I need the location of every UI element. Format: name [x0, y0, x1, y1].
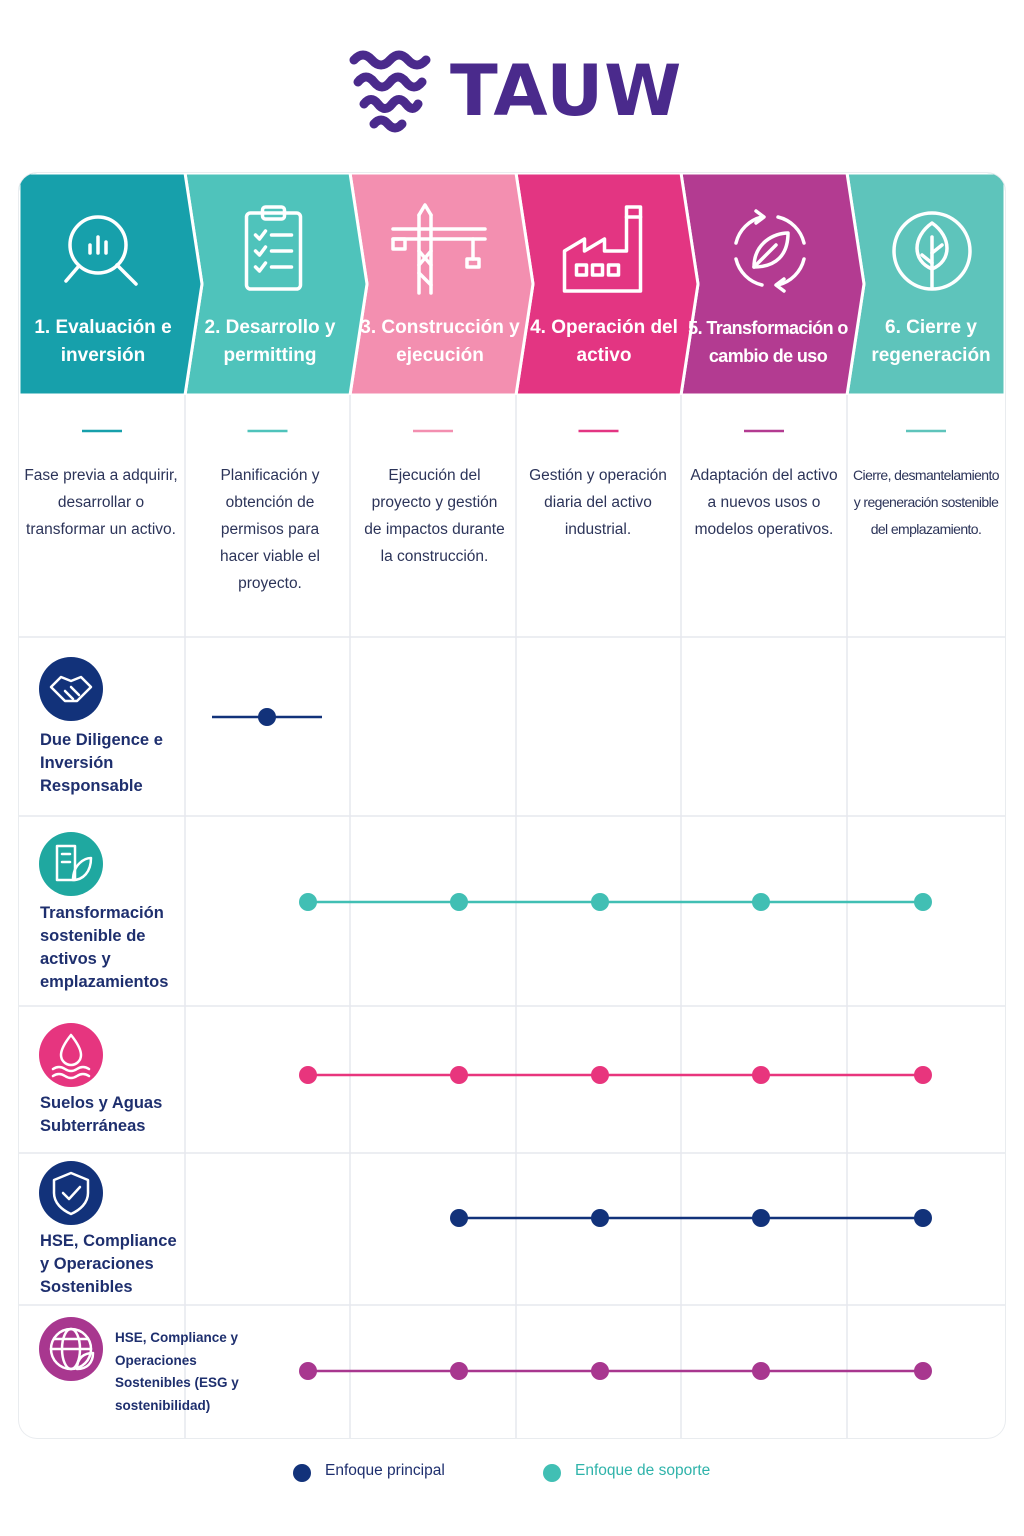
phase-title-3: 3. Construcción y ejecución [360, 317, 520, 366]
brand-logo: TAUW [0, 38, 1024, 138]
timeline-dot [591, 1209, 609, 1227]
shield-check-icon [39, 1161, 103, 1225]
timeline-dot [914, 1209, 932, 1227]
magnifier-chart-icon [64, 215, 138, 286]
legend-label-principal: Enfoque principal [325, 1462, 445, 1479]
waves-logo-icon [349, 50, 431, 133]
handshake-icon [39, 657, 103, 721]
globe-leaf-icon [39, 1317, 103, 1381]
phase-desc-2: Planificación y obtención de permisos pa… [220, 467, 320, 592]
timeline-dot [299, 1066, 317, 1084]
crane-icon [391, 203, 487, 295]
timeline-dot [450, 893, 468, 911]
water-drop-icon [39, 1023, 103, 1087]
timeline-dot [591, 1066, 609, 1084]
timeline-dot [450, 1066, 468, 1084]
timeline-dot [258, 708, 276, 726]
phase-header-1 [19, 173, 204, 397]
timeline-dot [752, 1209, 770, 1227]
legend-dot-soporte [543, 1464, 561, 1482]
timeline-dot [914, 1362, 932, 1380]
timeline-dot [450, 1362, 468, 1380]
leaf-circle-icon [892, 211, 972, 291]
timeline-dot [752, 1362, 770, 1380]
timeline-dot [914, 1066, 932, 1084]
service-label-due-diligence: Due Diligence e Inversión Responsable [40, 731, 163, 795]
timeline-dot [299, 893, 317, 911]
clipboard-checklist-icon [244, 205, 303, 291]
phase-desc-1: Fase previa a adquirir, desarrollar o tr… [24, 467, 178, 538]
service-label-transformacion: Transformación sostenible de activos y e… [40, 904, 169, 991]
service-label-suelos-aguas: Suelos y Aguas Subterráneas [40, 1094, 163, 1135]
legend-label-soporte: Enfoque de soporte [575, 1462, 711, 1479]
brand-name: TAUW [450, 50, 683, 132]
lifecycle-matrix [19, 173, 1005, 1438]
timeline-dot [752, 1066, 770, 1084]
timeline-dot [914, 893, 932, 911]
timeline-dot [450, 1209, 468, 1227]
timeline-dot [591, 1362, 609, 1380]
legend-dot-principal [293, 1464, 311, 1482]
leaf-cycle-icon [734, 209, 806, 293]
phase-desc-4: Gestión y operación diaria del activo in… [529, 467, 667, 538]
phase-title-4: 4. Operación del activo [530, 317, 678, 366]
timeline-dot [591, 893, 609, 911]
phase-title-5: 5. Transformación o cambio de uso [688, 318, 848, 366]
service-label-esg: HSE, Compliance y Operaciones Sostenible… [115, 1330, 239, 1413]
phase-title-6: 6. Cierre y regeneración [871, 317, 991, 366]
service-label-hse: HSE, Compliance y Operaciones Sostenible… [40, 1232, 177, 1296]
building-leaf-icon [39, 832, 103, 896]
matrix-graphics [19, 173, 1005, 1438]
timeline-dot [752, 893, 770, 911]
phase-desc-5: Adaptación del activo a nuevos usos o mo… [690, 467, 838, 538]
phase-desc-6: Cierre, desmantelamiento y regeneración … [853, 467, 1000, 537]
phase-title-1: 1. Evaluación e inversión [34, 317, 172, 366]
factory-icon [562, 205, 643, 293]
phase-desc-3: Ejecución del proyecto y gestión de impa… [364, 467, 505, 565]
phase-title-2: 2. Desarrollo y permitting [204, 317, 336, 366]
timeline-dot [299, 1362, 317, 1380]
